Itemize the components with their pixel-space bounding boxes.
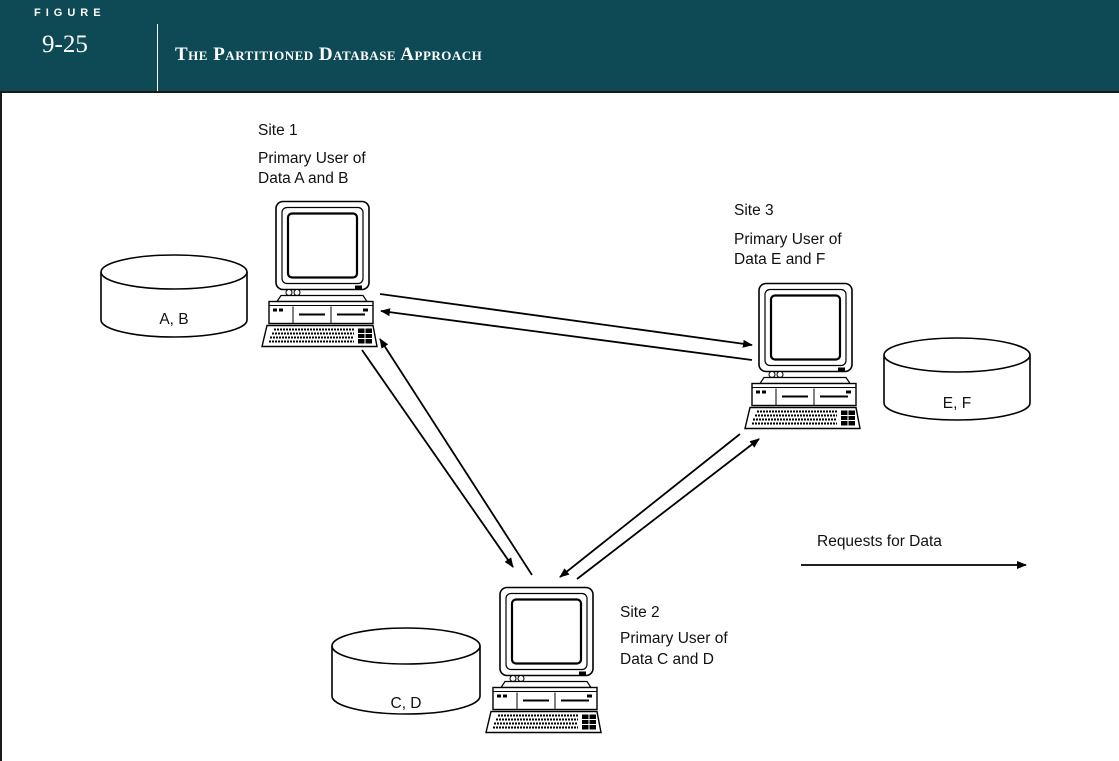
request-arrows (361, 293, 760, 580)
site-2-database-icon (331, 627, 481, 715)
figure-title: The Partitioned Database Approach (175, 44, 483, 65)
site-1-computer-icon (260, 200, 379, 348)
site-1-data: Data A and B (258, 170, 349, 187)
site-3-name: Site 3 (734, 202, 774, 219)
site-2-data: Data C and D (620, 651, 714, 668)
left-rule (0, 91, 2, 761)
site-1-database-label: A, B (159, 311, 188, 328)
figure-header: FIGURE 9-25 The Partitioned Database App… (0, 0, 1119, 91)
figure-word: FIGURE (34, 7, 106, 19)
site-3-database-label: E, F (943, 395, 971, 412)
site-3: Site 3 Primary User of Data E and F E, F (734, 202, 1031, 430)
site-2-name: Site 2 (620, 604, 660, 621)
site-3-database-icon (883, 337, 1031, 421)
site-2-database-label: C, D (391, 695, 422, 712)
site-1-database-icon (100, 254, 248, 338)
site-3-computer-icon (743, 282, 862, 430)
arrow-site1-to-site3 (379, 293, 753, 348)
arrow-site3-to-site2 (559, 433, 741, 578)
arrow-site1-to-site2 (361, 349, 514, 568)
site-1: Site 1 Primary User of Data A and B A, B (100, 122, 379, 348)
header-rule (0, 91, 1119, 93)
arrow-site3-to-site1 (380, 308, 753, 361)
site-1-role: Primary User of (258, 150, 366, 167)
figure-number: 9-25 (42, 31, 88, 58)
arrow-site2-to-site1 (379, 338, 533, 576)
arrow-site2-to-site3 (576, 438, 760, 580)
site-1-name: Site 1 (258, 122, 298, 139)
site-2-computer-icon (484, 586, 603, 734)
legend-label: Requests for Data (817, 533, 942, 550)
site-2: Site 2 Primary User of Data C and D C, D (331, 586, 728, 734)
site-3-role: Primary User of (734, 231, 842, 248)
site-3-data: Data E and F (734, 251, 825, 268)
site-2-role: Primary User of (620, 630, 728, 647)
legend: Requests for Data (801, 533, 1027, 569)
header-divider (157, 24, 158, 91)
